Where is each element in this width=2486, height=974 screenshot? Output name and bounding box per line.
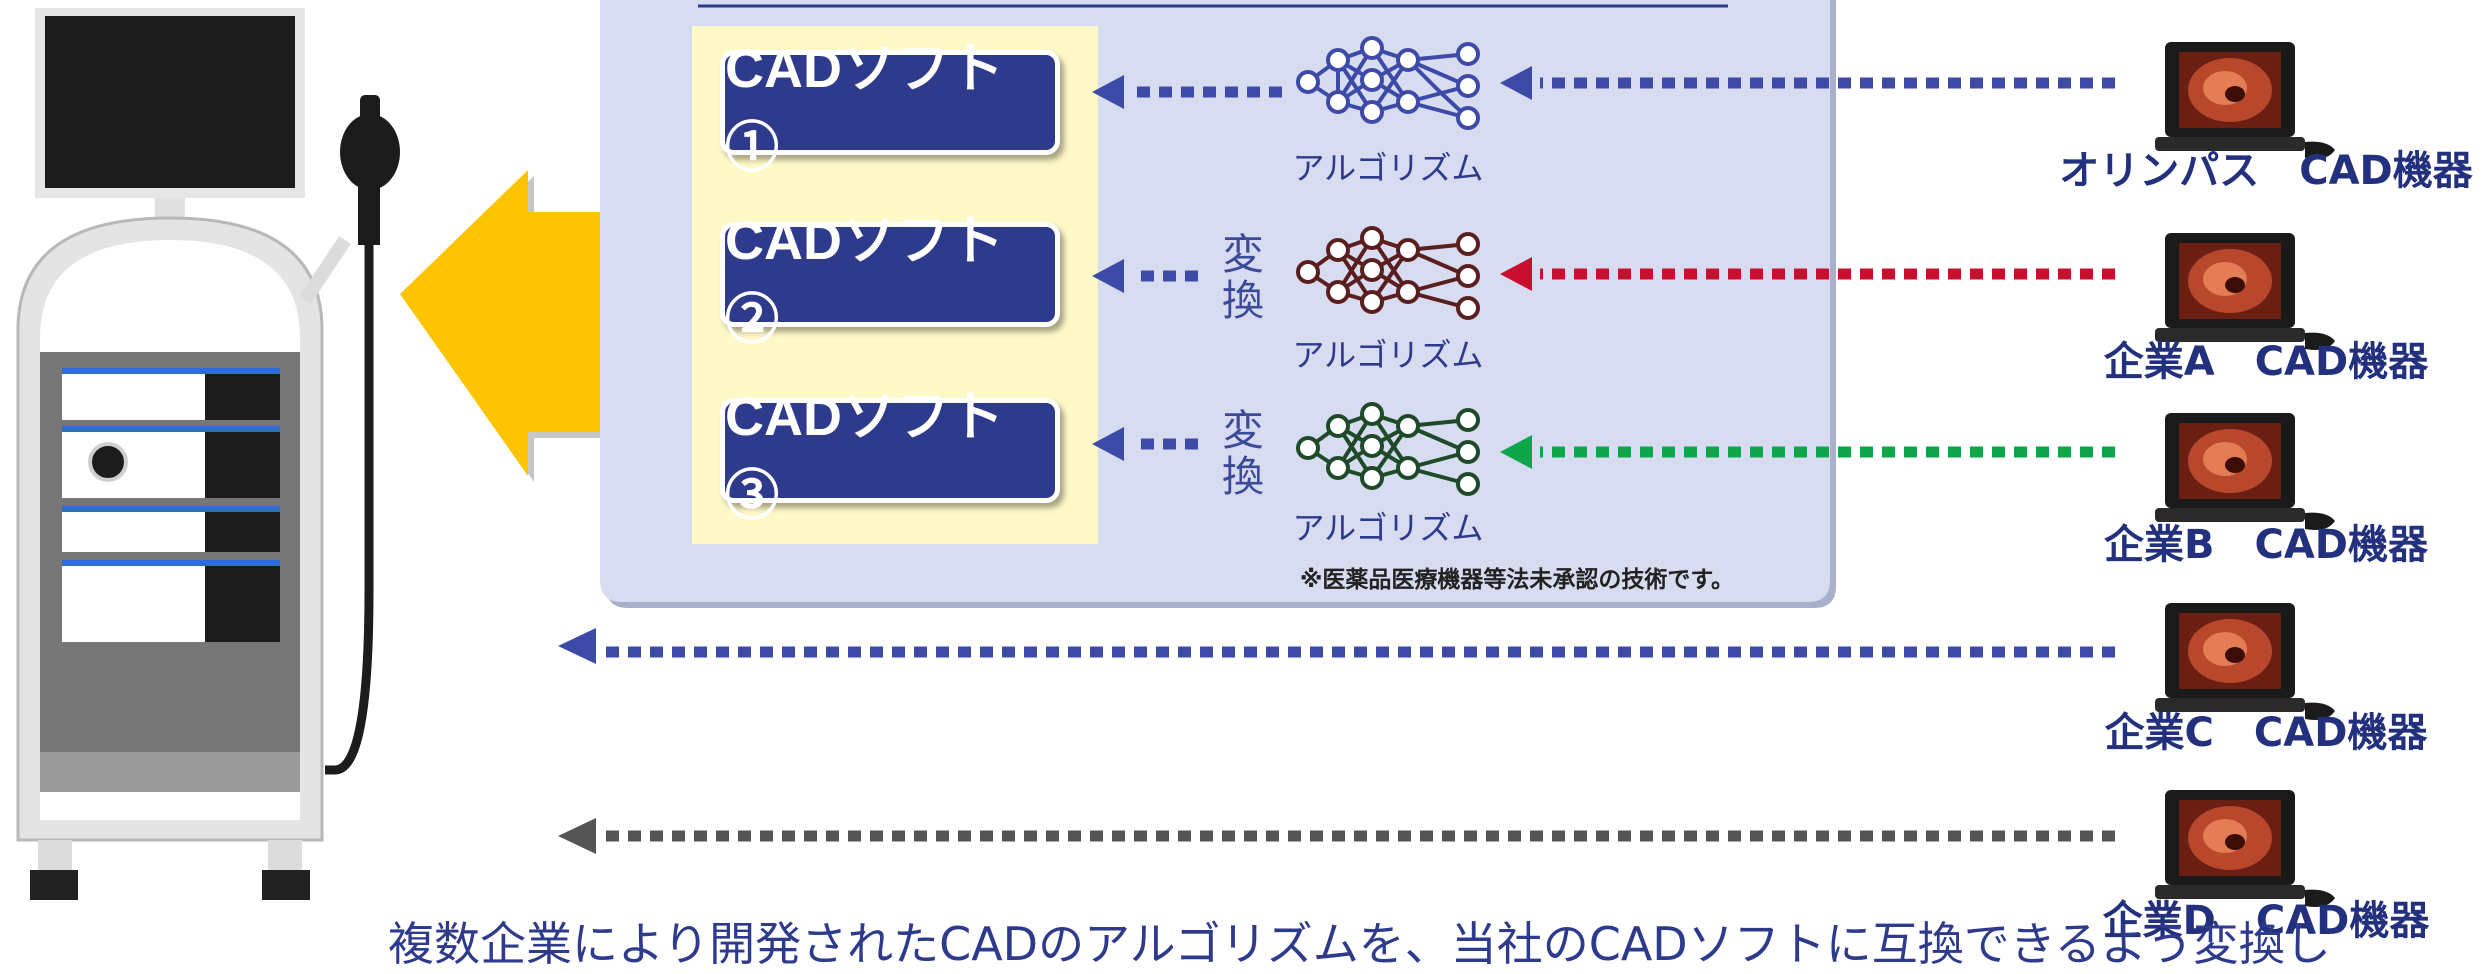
cad-soft-3-button: CADソフト③	[720, 387, 1060, 526]
unapproved-technology-note: ※医薬品医療機器等法未承認の技術です。	[1300, 567, 1735, 593]
algorithm-label-3: アルゴリズム	[1292, 509, 1484, 547]
cad-soft-2-button: CADソフト②	[720, 211, 1060, 350]
arrow-olympus-to-algorithm	[1500, 66, 2115, 100]
neural-network-icon-1	[1296, 36, 1480, 130]
endoscope-system-illustration	[16, 8, 400, 900]
caption-text: 複数企業により開発されたCADのアルゴリズムを、当社のCADソフトに互換できるよ…	[388, 917, 2331, 971]
conversion-label-3: 変換	[1221, 406, 1264, 501]
arrow-algorithm-to-soft-2	[1092, 259, 1198, 293]
big-yellow-arrow	[400, 170, 646, 482]
neural-network-icon-2	[1296, 226, 1480, 320]
cad-soft-1-button: CADソフト①	[720, 39, 1060, 178]
algorithm-label-2: アルゴリズム	[1292, 336, 1484, 374]
conversion-label-2: 変換	[1221, 230, 1264, 325]
device-label-olympus: オリンパス CAD機器	[2059, 148, 2473, 194]
device-label-company-d: 企業D CAD機器	[2102, 898, 2430, 944]
device-label-company-b: 企業B CAD機器	[2103, 522, 2428, 568]
algorithm-label-1: アルゴリズム	[1292, 149, 1484, 187]
arrow-company-a-to-algorithm	[1500, 257, 2115, 291]
device-label-company-c: 企業C CAD機器	[2104, 710, 2428, 756]
arrow-algorithm-to-soft-1	[1092, 75, 1282, 109]
arrow-algorithm-to-soft-3	[1092, 427, 1198, 461]
arrow-company-b-to-algorithm	[1500, 435, 2115, 469]
device-label-company-a: 企業A CAD機器	[2103, 339, 2429, 385]
arrow-company-c-to-endoscope	[558, 628, 2115, 664]
neural-network-icon-3	[1296, 402, 1480, 496]
arrow-company-d-to-endoscope	[558, 818, 2115, 854]
